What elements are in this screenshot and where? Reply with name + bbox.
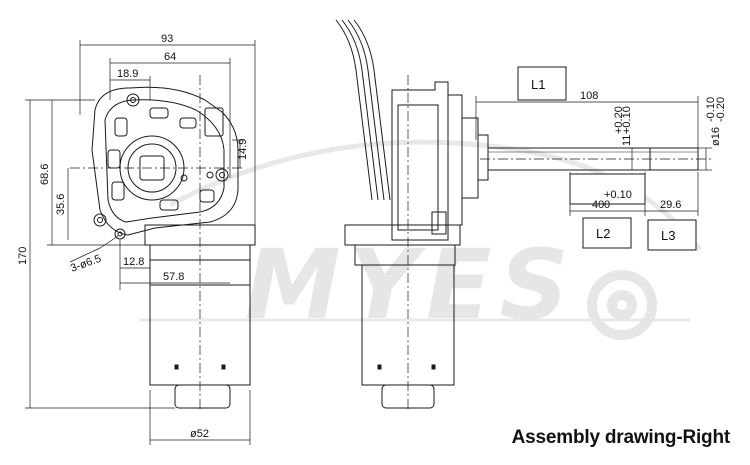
side-wires (335, 19, 391, 201)
dim-93: 93 (161, 33, 173, 45)
dim-shaft-dia: ø16 (710, 127, 722, 146)
dim-40-upper: +0.10 (604, 189, 632, 201)
dim-motor-dia: ø52 (190, 428, 209, 440)
dim-11-upper: +0.20 (613, 106, 625, 134)
dim-40-lower: 0 (604, 199, 610, 211)
dim-12-8: 12.8 (123, 256, 144, 268)
dim-64: 64 (164, 51, 176, 63)
dim-29-6: 29.6 (660, 199, 681, 211)
dim-170: 170 (17, 247, 29, 265)
front-motor-end (174, 384, 231, 409)
side-view (335, 19, 712, 412)
dim-holes: 3-ø6.5 (69, 253, 103, 275)
watermark-car-outline (168, 139, 702, 252)
label-box-l1-groove (569, 173, 646, 205)
side-dimension-text: L1 L2 L3 108 29.6 40 +0.10 0 ø16 -0.10 -… (531, 77, 727, 243)
side-housing-step (447, 94, 463, 226)
front-view (70, 75, 256, 410)
dim-14-9: 14.9 (237, 139, 249, 160)
dim-57-8: 57.8 (163, 271, 184, 283)
watermark-text: MYES (245, 229, 577, 341)
label-l2: L2 (596, 226, 610, 241)
side-shaft-collar (477, 134, 489, 181)
side-gear-housing (391, 81, 449, 241)
label-box-l2 (582, 217, 632, 249)
dim-40: 40 (592, 199, 604, 211)
side-label-boxes (517, 66, 697, 251)
label-l3: L3 (661, 228, 675, 243)
dim-108: 108 (580, 90, 598, 102)
dim-68-6: 68.6 (39, 164, 51, 185)
dim-shaft-upper: -0.10 (705, 97, 717, 122)
label-l1: L1 (531, 77, 545, 92)
front-gear-housing (91, 86, 239, 236)
dim-shaft-lower: -0.20 (715, 97, 727, 122)
label-box-l1 (517, 66, 567, 101)
front-mount-holes (93, 93, 229, 240)
watermark-gear-icon (587, 270, 657, 340)
front-dimension-lines (25, 40, 256, 445)
label-box-l3 (647, 219, 697, 251)
dim-18-9: 18.9 (117, 68, 138, 80)
dim-35-6: 35.6 (55, 194, 67, 215)
dim-11: 11 (621, 135, 633, 146)
side-connector (431, 211, 447, 235)
drawing-caption: Assembly drawing-Right (511, 427, 731, 448)
dim-11-lower: +0.10 (621, 106, 633, 134)
